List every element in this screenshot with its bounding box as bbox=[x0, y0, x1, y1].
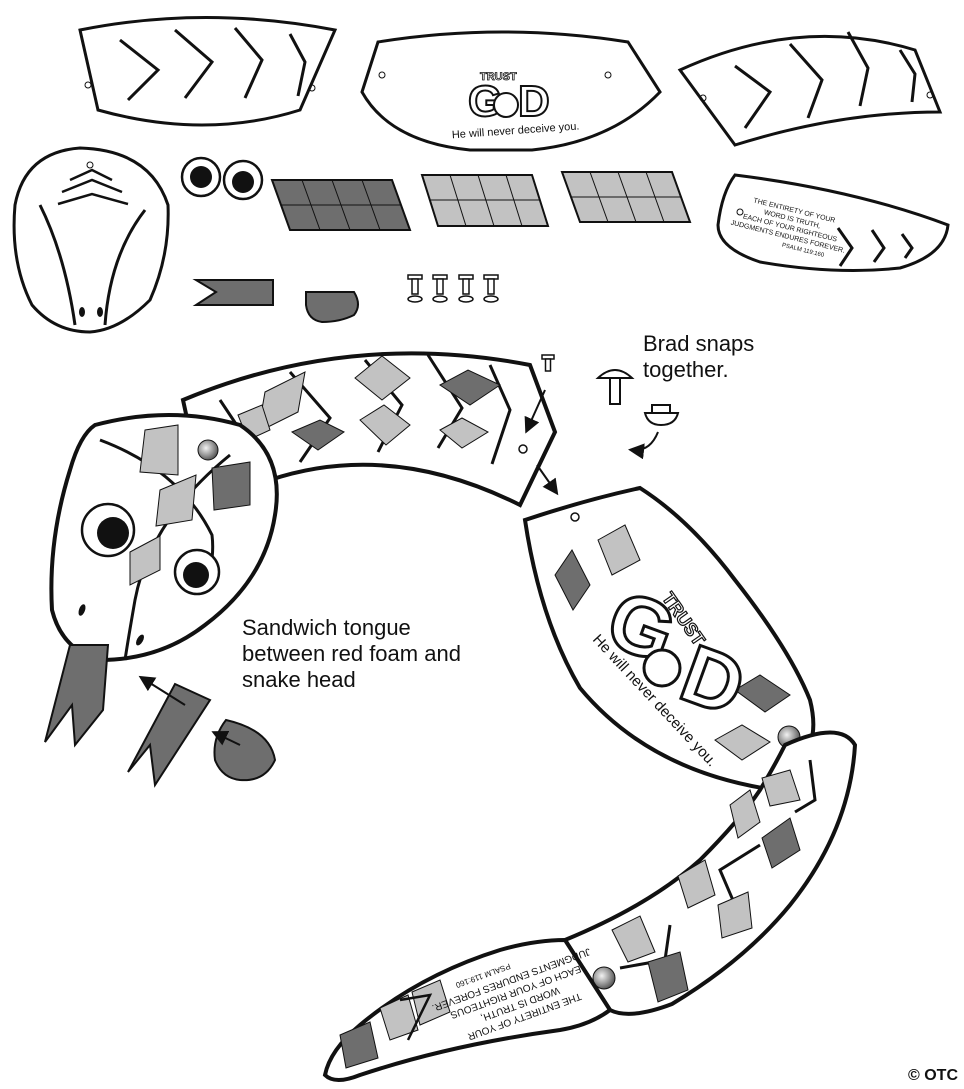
brad-label-line1: Brad snaps bbox=[643, 331, 754, 357]
brad-back-icon bbox=[645, 405, 678, 425]
gem-sheet-light-2 bbox=[562, 172, 690, 222]
copyright-text: © OTC bbox=[908, 1063, 958, 1089]
brad-large-icon bbox=[598, 370, 632, 404]
tongue-instruction-label: Sandwich tongue between red foam and sna… bbox=[242, 615, 542, 693]
tongue-label-line3: snake head bbox=[242, 667, 542, 693]
red-foam-piece-flat bbox=[306, 292, 358, 322]
brad-instruction-label: Brad snaps together. bbox=[643, 331, 754, 383]
brad-label-line2: together. bbox=[643, 357, 754, 383]
tail-piece-verse-flat: THE ENTIRETY OF YOUR WORD IS TRUTH, EACH… bbox=[718, 175, 948, 270]
gem-sheet-light-1 bbox=[422, 175, 548, 226]
body-piece-chevron-3 bbox=[680, 32, 940, 145]
gem-sheet-dark bbox=[272, 180, 410, 230]
god-d-small: D bbox=[518, 77, 550, 126]
assembled-tongue bbox=[45, 645, 108, 745]
body-piece-trust-god: G D TRUST He will never deceive you. bbox=[362, 32, 660, 150]
brad-parts bbox=[408, 275, 498, 302]
trust-small: TRUST bbox=[480, 71, 517, 83]
assembled-tail: THE ENTIRETY OF YOUR WORD IS TRUTH, EACH… bbox=[325, 934, 610, 1080]
tongue-label-line2: between red foam and bbox=[242, 641, 542, 667]
body-piece-chevron-1 bbox=[80, 18, 335, 126]
tongue-piece-flat bbox=[196, 280, 273, 305]
assembled-body-segment-2: G D TRUST He will never deceive you. bbox=[525, 488, 813, 790]
head-piece-flat bbox=[14, 148, 168, 332]
tongue-label-line1: Sandwich tongue bbox=[242, 615, 542, 641]
loose-tongue bbox=[128, 684, 210, 785]
loose-red-foam bbox=[214, 720, 275, 780]
googly-eyes-parts bbox=[182, 158, 262, 199]
